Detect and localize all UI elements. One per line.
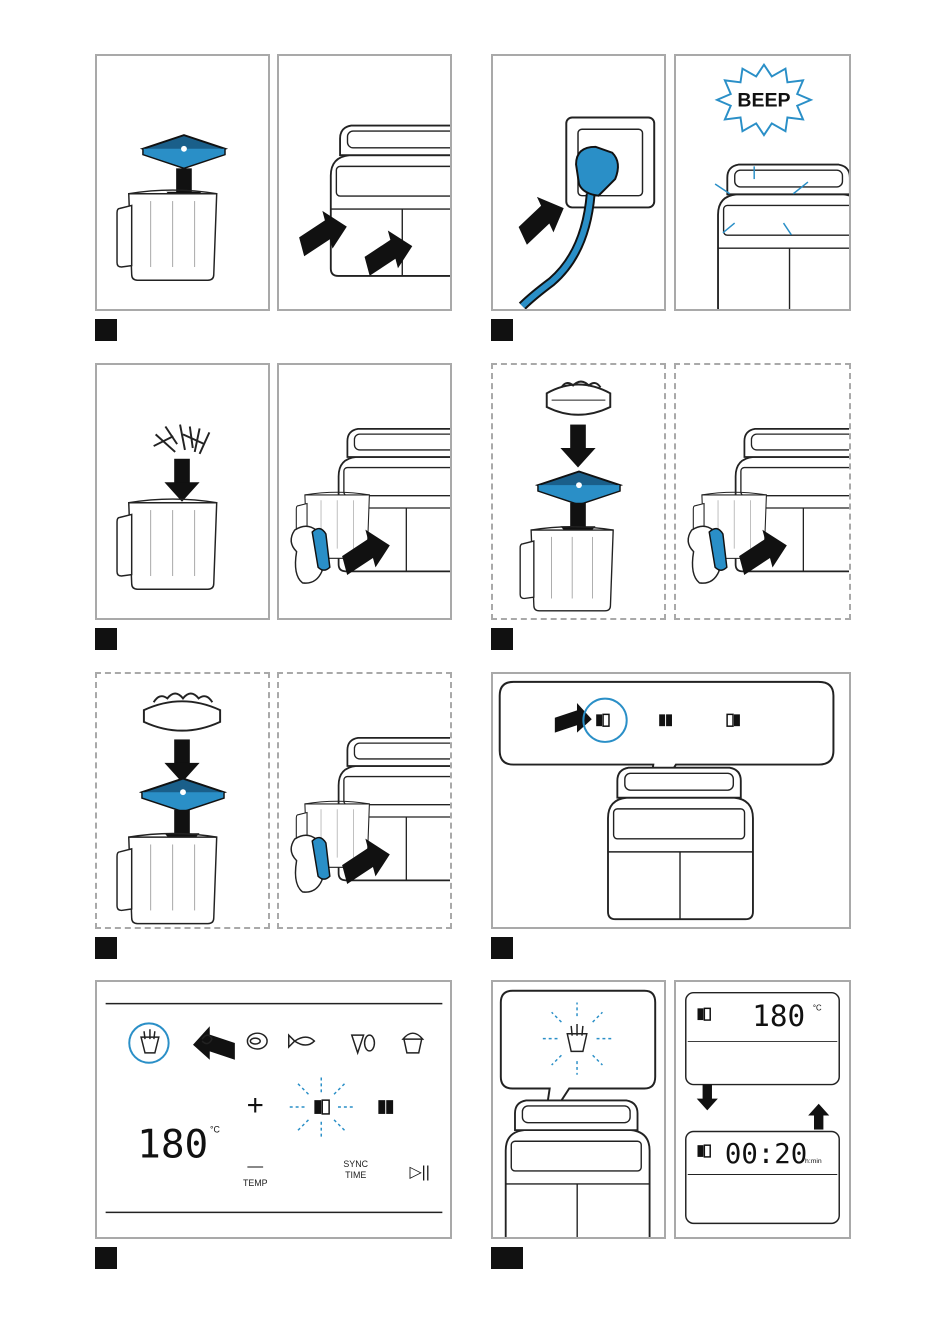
fish-icon[interactable]: [289, 1035, 315, 1047]
basket-illustration: [117, 499, 217, 589]
step1-panel-b: [277, 54, 452, 311]
steak-icon[interactable]: [247, 1033, 267, 1049]
right-zone-icon: [727, 714, 740, 726]
display-time-unit: h:min: [805, 1158, 822, 1165]
basket-illustration: [117, 833, 217, 923]
tray-illustration: [538, 471, 620, 504]
step3-panel-a: [95, 363, 270, 620]
play-pause-button[interactable]: ▷||: [410, 1164, 430, 1181]
hand-illustration: [688, 526, 727, 583]
flash-rays: [289, 1077, 354, 1138]
highlight-ring: [129, 1023, 168, 1062]
step-number-1: [95, 319, 117, 341]
minus-button[interactable]: —: [247, 1158, 263, 1175]
step3-panel-b: [277, 363, 452, 620]
step-number-8: [491, 1247, 523, 1269]
plus-button[interactable]: +: [247, 1089, 264, 1122]
step-number-6: [491, 937, 513, 959]
step6-panel: [491, 672, 851, 929]
hand-illustration: [291, 526, 330, 583]
step8-panel-a: [491, 980, 666, 1239]
both-zones-button[interactable]: [378, 1100, 393, 1114]
tray-illustration: [143, 135, 225, 168]
arrow-down-icon: [164, 739, 199, 782]
arrow-down-icon: [164, 459, 199, 502]
step5-panel-a: [95, 672, 270, 929]
display-temperature: 180: [752, 999, 805, 1033]
display-temp-unit: °C: [813, 1003, 822, 1012]
step4-panel-a: [491, 363, 666, 620]
arrow-down-icon: [697, 1085, 718, 1111]
arrow-left-icon: [193, 1026, 235, 1059]
temperature-readout: 180: [137, 1121, 208, 1167]
vegetables-icon[interactable]: [352, 1035, 375, 1053]
step-number-3: [95, 628, 117, 650]
fryer-illustration: [506, 1100, 650, 1237]
basket-illustration: [520, 527, 613, 611]
left-zone-button[interactable]: [314, 1100, 329, 1114]
left-zone-icon: [698, 1145, 711, 1157]
step2-panel-b: BEEP: [674, 54, 851, 311]
sync-time-label-1[interactable]: SYNC: [343, 1159, 368, 1169]
basket-illustration: [117, 190, 217, 280]
step-number-7: [95, 1247, 117, 1269]
arrow-down-icon: [560, 425, 595, 468]
step5-panel-b: [277, 672, 452, 929]
display-time: 00:20: [725, 1139, 807, 1170]
step-number-2: [491, 319, 513, 341]
fries-icon[interactable]: [141, 1029, 159, 1053]
muffin-icon[interactable]: [403, 1033, 423, 1053]
rack-illustration: [144, 694, 220, 731]
rack-illustration: [547, 382, 611, 415]
arrow-up-icon: [808, 1104, 829, 1130]
step-number-4: [491, 628, 513, 650]
fryer-illustration: [608, 768, 753, 920]
left-zone-icon: [698, 1008, 711, 1020]
fries-illustration: [154, 425, 210, 454]
step8-panel-b: 180 °C 00:20 h:min: [674, 980, 851, 1239]
beep-label: BEEP: [737, 90, 790, 112]
temperature-unit: °C: [210, 1125, 221, 1135]
step1-panel-a: [95, 54, 270, 311]
temp-label: TEMP: [243, 1178, 268, 1188]
hand-illustration: [291, 835, 330, 892]
sync-time-label-2[interactable]: TIME: [345, 1170, 366, 1180]
control-panel-diagram: 180 °C + — TEMP SYNC TIME ▷||: [95, 980, 452, 1239]
step-number-5: [95, 937, 117, 959]
left-zone-icon: [596, 714, 609, 726]
step2-panel-a: [491, 54, 666, 311]
arrow-right-icon: [510, 189, 571, 245]
fryer-illustration: [718, 165, 849, 309]
step4-panel-b: [674, 363, 851, 620]
tray-illustration: [142, 779, 224, 812]
